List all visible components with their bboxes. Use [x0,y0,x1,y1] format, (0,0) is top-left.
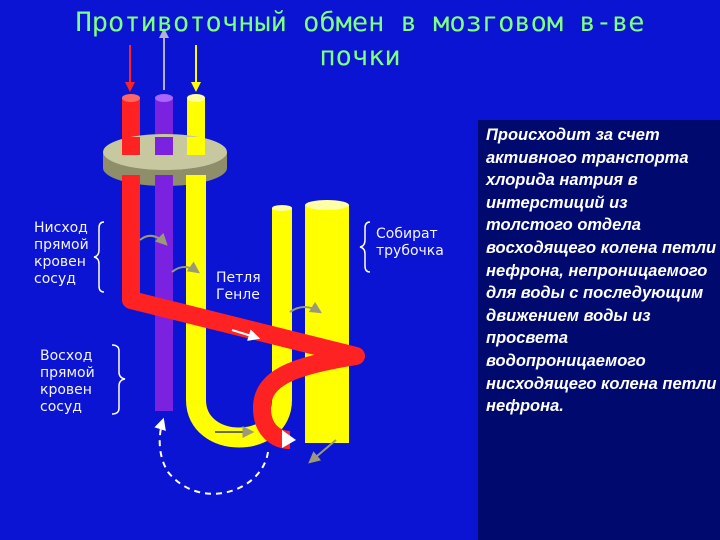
red-tube-cap [122,94,140,102]
label-descending-vessel: Нисход прямой кровен сосуд [34,220,89,288]
label-henle-loop: Петля Генле [216,270,261,304]
label-collecting-duct: Собират трубочка [376,226,444,260]
yellow-tube-cap [187,94,205,102]
ascending-vessel-tube [155,175,173,411]
brace-ascending [112,345,125,414]
slide-title: Противоточный обмен в мозговом в-ве почк… [0,6,720,74]
brace-descending [94,222,104,292]
collecting-duct-tube [305,200,349,443]
title-line-1: Противоточный обмен в мозговом в-ве [0,6,720,40]
henle-loop-top-cap [272,205,292,211]
label-ascending-vessel: Восход прямой кровен сосуд [40,348,95,416]
description-text: Происходит за счет активного транспорта … [486,124,718,418]
title-line-2: почки [0,40,720,74]
brace-collecting [360,222,370,272]
flow-arrow-4 [310,440,336,462]
purple-tube-cap [155,94,173,102]
